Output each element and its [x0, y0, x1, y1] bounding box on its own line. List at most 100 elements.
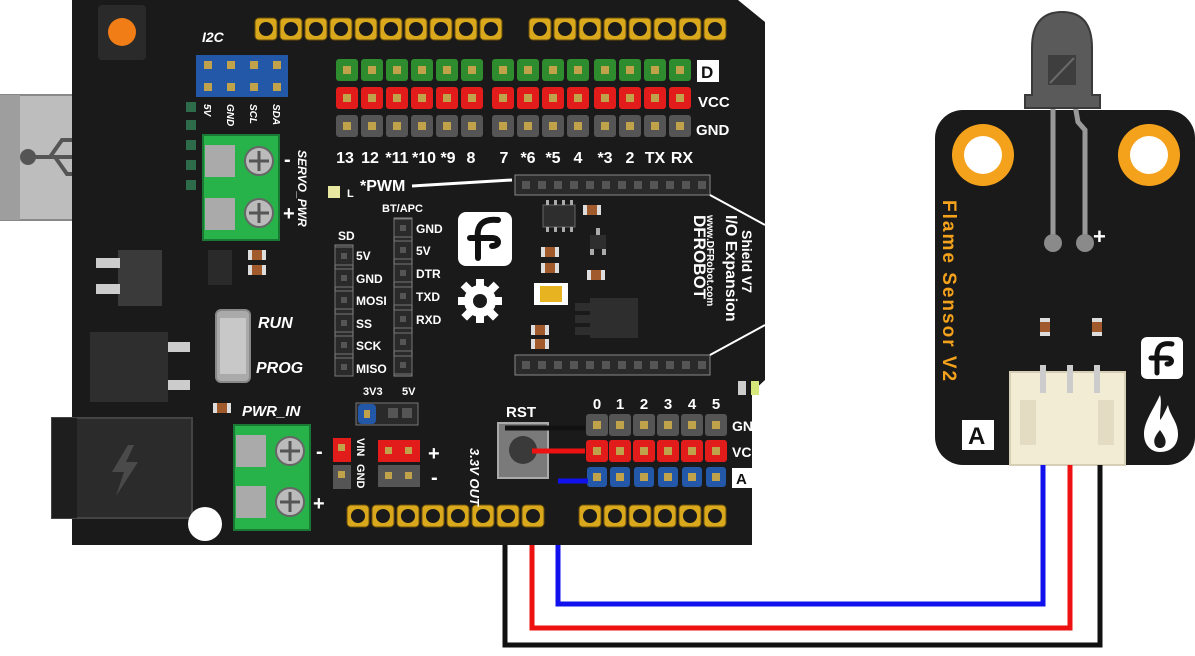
dfrobot-logo-small-icon [1141, 337, 1183, 379]
bt-pin-rxd: RXD [416, 313, 442, 327]
analog-pin-4: 4 [688, 396, 697, 413]
brand-url: www.DFRobot.com [704, 214, 715, 306]
run-prog-switch[interactable] [215, 309, 251, 383]
status-led-1 [738, 381, 746, 395]
i2c-pin-5v: 5V [201, 104, 212, 118]
sensor-connector [1009, 365, 1126, 466]
out-minus: - [431, 467, 438, 489]
digital-pin-2: 2 [626, 150, 635, 167]
analog-pin-5: 5 [712, 396, 720, 413]
analog-vcc-label: VCC [732, 444, 762, 460]
digital-pin-tx: TX [645, 150, 666, 167]
digital-pin-rx: RX [671, 150, 694, 167]
servo-power-terminal [202, 134, 280, 241]
flame-sensor-led [1024, 10, 1101, 252]
vin-gnd-header [333, 438, 351, 489]
sd-pin-sck: SCK [356, 339, 382, 353]
servo-plus: + [283, 203, 295, 225]
flame-icon [1144, 395, 1178, 452]
socket-strip-top [514, 174, 711, 196]
mount-hole [188, 507, 222, 541]
socket-strip-bottom [514, 354, 711, 376]
rst-label: RST [506, 404, 536, 421]
bt-pin-dtr: DTR [416, 267, 441, 281]
power-jack [51, 417, 193, 519]
sensor-a-box [962, 420, 994, 450]
voltage-jumper[interactable] [355, 402, 419, 426]
digital-pin-9: *9 [440, 150, 455, 167]
digital-pin-8: 8 [467, 150, 476, 167]
bt-pin-5v: 5V [416, 244, 431, 258]
digital-pin-7: 7 [500, 150, 509, 167]
analog-gnd-label: GND [732, 418, 763, 434]
gnd-label-power: GND [354, 464, 366, 489]
status-led-2 [751, 381, 759, 395]
digital-pin-10: *10 [412, 150, 436, 167]
bt-apc-label: BT/APC [382, 203, 423, 215]
analog-a-label: A [736, 471, 747, 488]
led-l [328, 186, 340, 198]
analog-pin-3: 3 [664, 396, 672, 413]
out-label: 3.3V OUT [467, 448, 482, 507]
top-header-row [254, 17, 727, 41]
analog-pin-2: 2 [640, 396, 648, 413]
regulator-small [575, 298, 638, 338]
d-label-box [697, 60, 719, 82]
sd-label: SD [338, 229, 355, 243]
servo-pwr-label: SERVO_PWR [295, 150, 309, 227]
digital-pin-5: *5 [545, 150, 560, 167]
i2c-pin-scl: SCL [247, 104, 258, 124]
i2c-label: I2C [202, 29, 225, 45]
shield-version: Shield V7 [739, 230, 755, 293]
voltage-5v-label: 5V [402, 386, 416, 398]
ic-chip [542, 200, 576, 232]
pwr-plus: + [313, 493, 325, 515]
diode [208, 250, 232, 285]
sensor-name: Flame Sensor V2 [938, 200, 959, 383]
sd-pin-ss: SS [356, 317, 372, 331]
bottom-header-row [346, 504, 727, 528]
digital-pin-12: 12 [361, 150, 379, 167]
sd-pin-5v: 5V [356, 249, 371, 263]
border-line-top [709, 194, 766, 226]
led-label: L [347, 188, 354, 200]
border-line-bottom [709, 324, 766, 356]
reset-button-top[interactable] [98, 5, 146, 60]
out-header [378, 440, 420, 487]
digital-header [336, 59, 691, 137]
bt-pin-txd: TXD [416, 290, 440, 304]
pwr-in-label: PWR_IN [242, 403, 302, 420]
pwr-minus: - [316, 441, 323, 463]
bt-pin-gnd: GND [416, 222, 443, 236]
flame-sensor-board [935, 110, 1195, 465]
sd-pin-miso: MISO [356, 362, 387, 376]
lightning-icon [112, 445, 138, 496]
brand-label: DFROBOT [690, 215, 709, 300]
i2c-pin-gnd: GND [224, 104, 235, 126]
bt-apc-header [393, 217, 413, 377]
pwm-line [411, 178, 513, 188]
sensor-lead-plus: + [1093, 224, 1106, 249]
status-leds [186, 102, 196, 190]
sd-header [334, 244, 354, 377]
servo-minus: - [284, 149, 291, 171]
analog-pin-0: 0 [593, 396, 601, 413]
vcc-row-label: VCC [698, 94, 730, 111]
power-in-terminal [233, 424, 311, 531]
transistor [590, 228, 606, 255]
out-plus: + [428, 443, 440, 465]
shield-name: I/O Expansion [722, 215, 739, 322]
analog-a-box [732, 468, 752, 488]
sensor-signal-label: A [968, 423, 985, 450]
capacitor [534, 283, 568, 305]
pwm-label: *PWM [360, 178, 405, 195]
run-label: RUN [258, 315, 293, 332]
i2c-header [196, 55, 288, 97]
vin-label: VIN [354, 438, 366, 456]
gnd-row-label: GND [696, 122, 730, 139]
d-row-label: D [701, 63, 713, 82]
sd-pin-mosi: MOSI [356, 294, 387, 308]
digital-pin-6: *6 [520, 150, 535, 167]
digital-pin-11: *11 [385, 150, 408, 167]
